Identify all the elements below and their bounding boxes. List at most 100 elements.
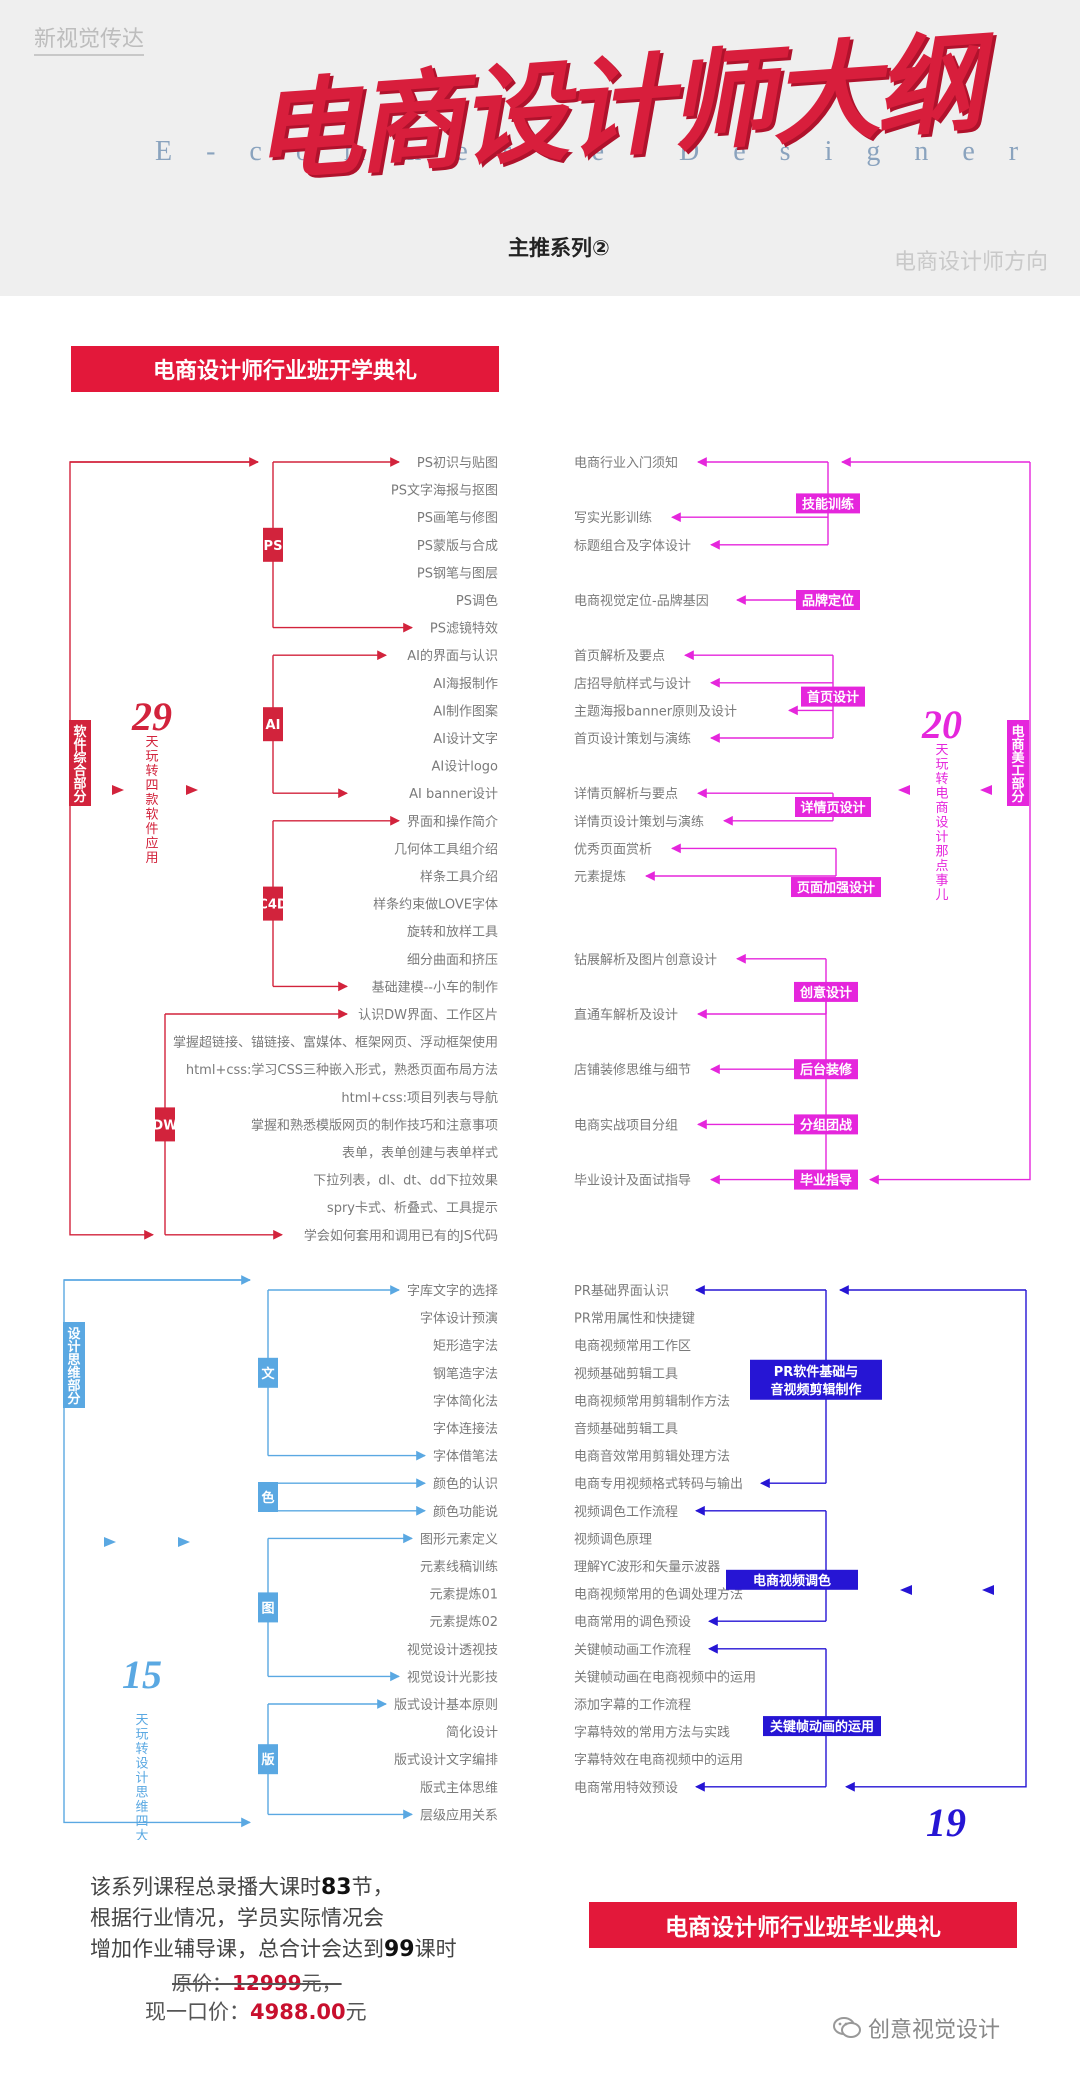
ecommerce-count-text-char: 设 bbox=[935, 816, 948, 831]
video-tag: 关键帧动画的运用 bbox=[770, 1719, 874, 1735]
software-side-label-char: 软 bbox=[73, 724, 86, 740]
course-item: 详情页设计策划与演练 bbox=[574, 814, 704, 830]
arrow-icon bbox=[112, 785, 124, 795]
course-item: 详情页解析与要点 bbox=[574, 787, 678, 802]
course-item: PS滤镜特效 bbox=[430, 622, 498, 637]
ecommerce-count-text-char: 那 bbox=[935, 845, 948, 860]
course-item: 音频基础剪辑工具 bbox=[574, 1421, 678, 1437]
summary-line1-post: 节， bbox=[351, 1875, 394, 1899]
ecommerce-outer-bracket bbox=[869, 462, 1031, 1185]
course-item: 元素提炼02 bbox=[429, 1614, 498, 1630]
direction-label: 电商设计师方向 bbox=[894, 250, 1049, 275]
course-item: 视觉设计光影技 bbox=[407, 1670, 498, 1685]
course-item: 电商实战项目分组 bbox=[574, 1118, 678, 1133]
module-label: 色 bbox=[261, 1490, 274, 1506]
thinking-side-label-char: 思 bbox=[67, 1353, 80, 1368]
course-summary: 该系列课程总录播大课时83节， 根据行业情况，学员实际情况会 增加作业辅导课，总… bbox=[90, 1872, 457, 1965]
arrow-icon bbox=[980, 785, 992, 795]
curriculum-diagram: PS初识与贴图PS文字海报与抠图PS画笔与修图PS蒙版与合成PS钢笔与图层PS调… bbox=[63, 455, 1031, 1840]
ecommerce-tag-box bbox=[795, 797, 871, 817]
original-price: 原价：12999元， bbox=[172, 1967, 342, 1996]
ecommerce-tag-box bbox=[794, 981, 858, 1002]
english-subtitle: E-commerce Designer bbox=[155, 136, 1053, 167]
ecommerce-tag: 页面加强设计 bbox=[797, 880, 875, 896]
ecommerce-tag-box bbox=[791, 877, 881, 898]
software-count-text-char: 四 bbox=[145, 779, 158, 794]
arrow-icon bbox=[178, 1537, 190, 1547]
video-tag: 电商视频调色 bbox=[753, 1573, 831, 1589]
ecommerce-tag: 首页设计 bbox=[807, 690, 859, 706]
ecommerce-side-label-char: 分 bbox=[1011, 789, 1024, 805]
module-label-box bbox=[258, 1482, 278, 1512]
course-item: 首页解析及要点 bbox=[574, 649, 665, 664]
course-item: AI制作图案 bbox=[433, 704, 498, 719]
ecommerce-count-text-char: 事 bbox=[935, 874, 948, 889]
thinking-count-text-char: 四 bbox=[135, 1815, 148, 1830]
course-item: 关键帧动画在电商视频中的运用 bbox=[574, 1669, 756, 1685]
ecommerce-tag: 分组团战 bbox=[800, 1117, 852, 1133]
video-outer-bracket bbox=[845, 1290, 1027, 1792]
ecommerce-side-label-char: 电 bbox=[1011, 724, 1024, 740]
right-course-items: 电商行业入门须知写实光影训练标题组合及字体设计电商视觉定位-品牌基因首页解析及要… bbox=[574, 455, 756, 1796]
module-label-box bbox=[155, 1107, 175, 1142]
software-side-label-char: 分 bbox=[73, 789, 86, 805]
ecommerce-tag-box bbox=[794, 1059, 858, 1080]
course-item: PS钢笔与图层 bbox=[417, 565, 498, 581]
ecommerce-tag: 毕业指导 bbox=[800, 1173, 852, 1189]
software-count-text-char: 转 bbox=[145, 764, 158, 779]
ecommerce-side-label-char: 商 bbox=[1011, 737, 1024, 753]
course-item: 钢笔造字法 bbox=[433, 1366, 498, 1382]
course-item: 样条工具介绍 bbox=[420, 869, 498, 885]
summary-line3-pre: 增加作业辅导课，总合计会达到 bbox=[90, 1937, 384, 1961]
course-item: 字体借笔法 bbox=[433, 1449, 498, 1465]
module-label-box bbox=[263, 527, 283, 562]
course-item: 直通车解析及设计 bbox=[574, 1007, 678, 1023]
course-item: 店铺装修思维与细节 bbox=[574, 1063, 691, 1078]
ecommerce-tag: 创意设计 bbox=[799, 985, 852, 1001]
footer-logo: 创意视觉设计 bbox=[832, 2012, 1000, 2044]
connector-lines bbox=[63, 457, 1031, 1828]
ecommerce-tag: 品牌定位 bbox=[802, 593, 854, 609]
ecommerce-side-label-char: 部 bbox=[1011, 776, 1024, 792]
summary-line2: 根据行业情况，学员实际情况会 bbox=[90, 1906, 384, 1930]
thinking-count-text-char: 思 bbox=[135, 1786, 148, 1801]
ecommerce-count-text-char: 商 bbox=[935, 801, 948, 816]
thinking-count-text-char: 天 bbox=[135, 1713, 148, 1728]
course-item: 细分曲面和挤压 bbox=[407, 953, 498, 968]
thinking-side-label-char: 计 bbox=[67, 1339, 80, 1355]
video-tag: 音视频剪辑制作 bbox=[770, 1382, 861, 1398]
course-item: PS调色 bbox=[456, 593, 498, 609]
footer-logo-text: 创意视觉设计 bbox=[868, 2018, 1001, 2043]
module-label-box bbox=[263, 707, 283, 742]
video-day-count: 19 bbox=[926, 1800, 966, 1840]
ecommerce-count-text-char: 儿 bbox=[935, 888, 948, 903]
course-item: 电商行业入门须知 bbox=[574, 455, 678, 471]
module-label: DW bbox=[152, 1118, 177, 1133]
course-item: 颜色的认识 bbox=[433, 1476, 498, 1492]
arrow-icon bbox=[104, 1537, 116, 1547]
course-item: 版式主体思维 bbox=[420, 1781, 498, 1796]
course-item: 视频调色工作流程 bbox=[574, 1504, 678, 1520]
arrow-icon bbox=[898, 785, 910, 795]
thinking-count-text-char: 设 bbox=[135, 1757, 148, 1772]
course-item: 下拉列表，dl、dt、dd下拉效果 bbox=[313, 1174, 498, 1189]
module-label: AI bbox=[266, 718, 281, 733]
ecommerce-day-count: 20 bbox=[921, 702, 962, 747]
header: 新视觉传达 E-commerce Designer 电商设计师大纲 主推系列② … bbox=[0, 0, 1080, 296]
course-item: 电商视觉定位-品牌基因 bbox=[574, 593, 709, 609]
course-item: PS文字海报与抠图 bbox=[391, 484, 498, 499]
ecommerce-tag: 详情页设计 bbox=[800, 800, 865, 816]
thinking-count-text-char: 维 bbox=[135, 1800, 148, 1815]
course-item: 样条约束做LOVE字体 bbox=[373, 897, 498, 913]
course-item: 简化设计 bbox=[446, 1725, 498, 1741]
course-item: 电商视频常用的色调处理方法 bbox=[574, 1587, 743, 1603]
course-item: 添加字幕的工作流程 bbox=[574, 1697, 691, 1713]
software-count-text-char: 件 bbox=[145, 822, 158, 837]
course-item: 字体设计预演 bbox=[420, 1311, 498, 1327]
video-tag-box bbox=[726, 1569, 858, 1590]
software-count-text-char: 款 bbox=[145, 793, 158, 808]
course-item: 毕业设计及面试指导 bbox=[574, 1174, 691, 1189]
ecommerce-tag-box bbox=[801, 686, 865, 707]
arrow-icon bbox=[900, 1585, 912, 1595]
wechat-icon bbox=[833, 2017, 861, 2038]
